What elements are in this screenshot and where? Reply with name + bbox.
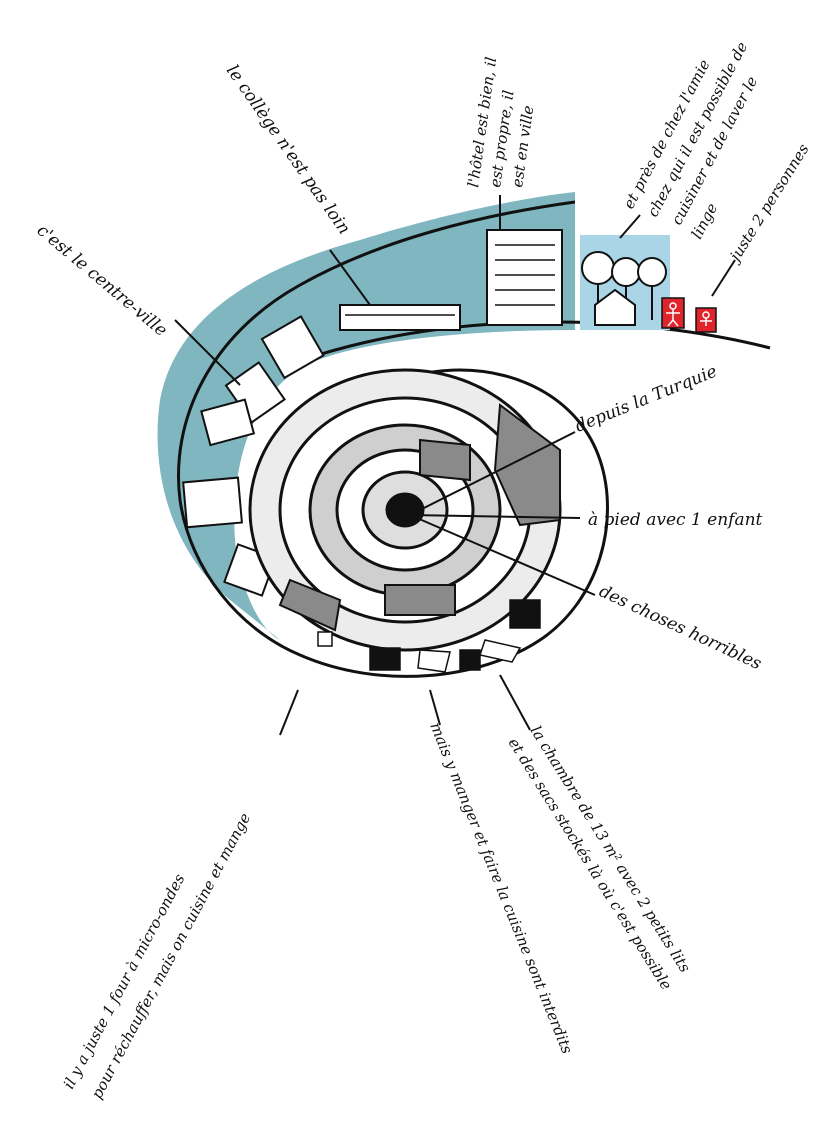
- label-pied: à pied avec 1 enfant: [588, 510, 763, 530]
- label-personnes: juste 2 personnes: [725, 140, 813, 266]
- label-microondes-2: pour réchauffer, mais on cuisine et mang…: [88, 810, 255, 1102]
- label-turquie: depuis la Turquie: [572, 362, 720, 437]
- label-horribles: des choses horribles: [596, 581, 765, 674]
- label-chambre-1: la chambre de 13 m² avec 2 petits lits: [527, 723, 695, 976]
- college-building-icon: [340, 305, 460, 330]
- label-college: le collège n'est pas loin: [222, 61, 354, 238]
- hotel-building-icon: [487, 230, 562, 325]
- label-centre-ville: c'est le centre-ville: [33, 221, 171, 341]
